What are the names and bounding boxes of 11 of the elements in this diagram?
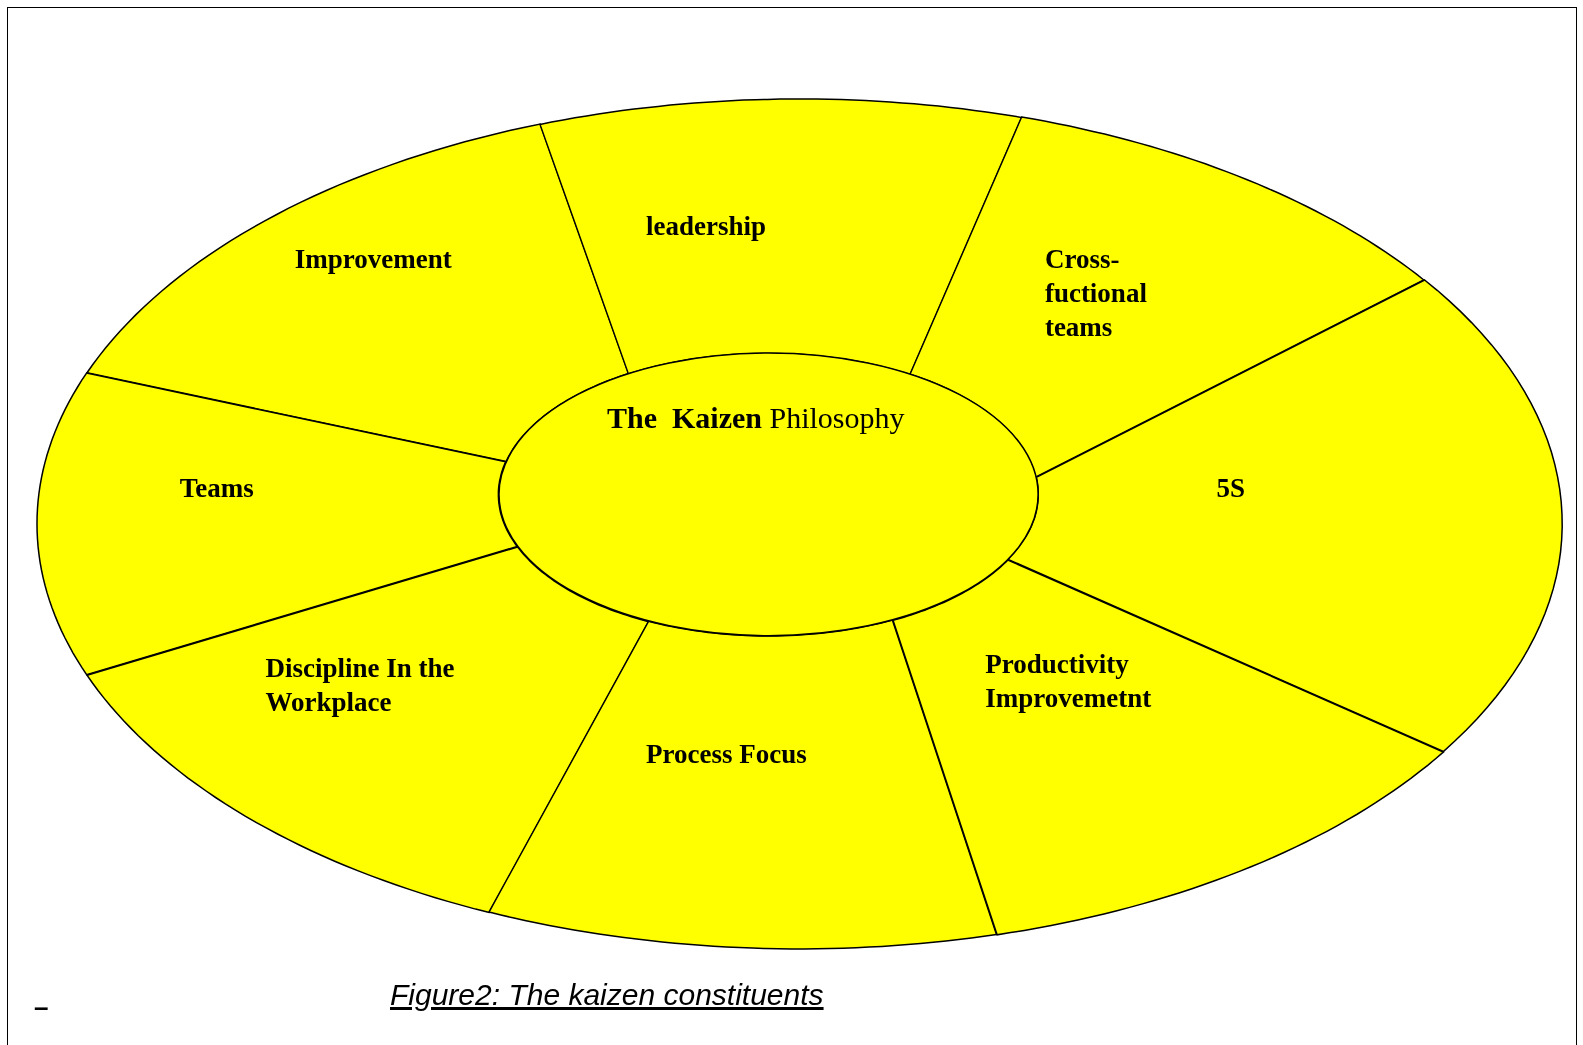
sector-label: Productivity Improvemetnt [985, 648, 1153, 716]
sector-label: Discipline In the Workplace [265, 652, 456, 720]
center-label: The Kaizen Philosophy [605, 400, 906, 435]
figure-caption: Figure2: The kaizen constituents [390, 978, 824, 1012]
stray-mark: – [34, 992, 49, 1023]
sector-label: Process Focus [646, 737, 808, 771]
sector-label: 5S [1216, 472, 1247, 506]
sector-label: Cross-fuctional teams [1044, 243, 1148, 345]
sector-label: leadership [646, 209, 768, 243]
sector-label: Improvement [294, 243, 453, 277]
sector-label: Teams [179, 472, 255, 506]
